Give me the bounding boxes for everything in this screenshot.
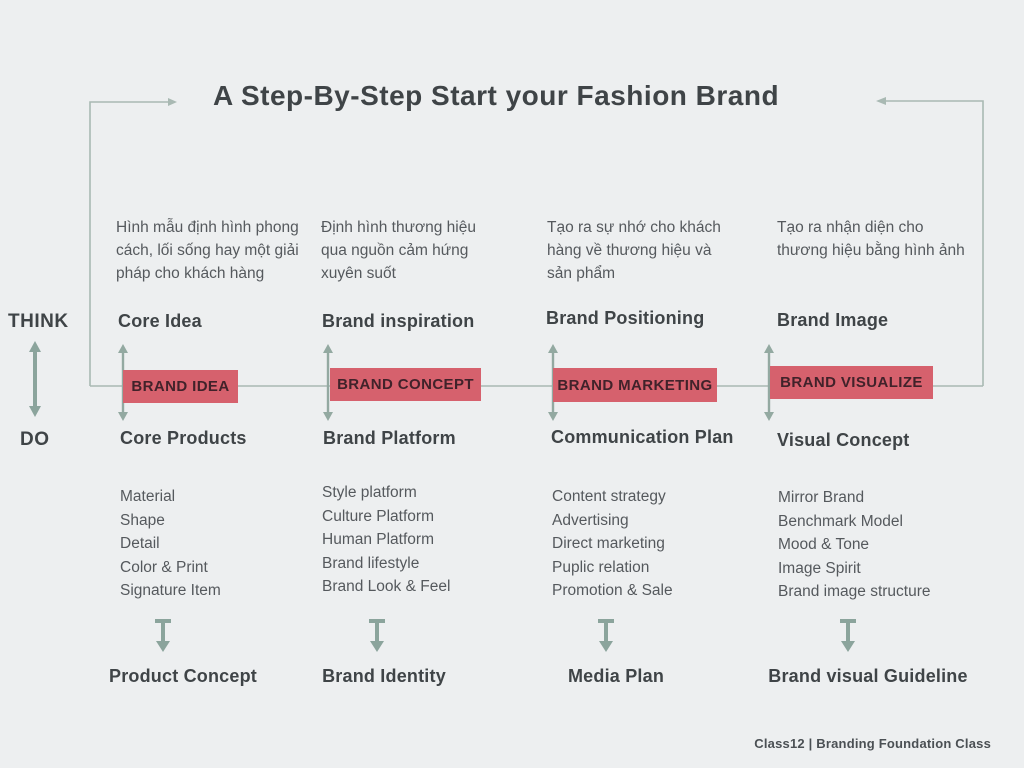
list-item: Brand Look & Feel [322,578,451,595]
list-item: Promotion & Sale [552,582,673,599]
result-down-arrow-icon [155,619,171,652]
result-heading: Media Plan [567,666,665,686]
title-connector-right-line [884,100,984,386]
result-heading: Brand visual Guideline [768,666,968,686]
list-item: Puplic relation [552,558,650,576]
do-step-heading: Visual Concept [777,430,910,450]
list-item: Mirror Brand [778,489,865,506]
list-item: Content strategy [552,488,666,505]
column-updown-arrow-icon [764,344,774,421]
result-down-arrow-icon [840,619,856,652]
list-item: Image Spirit [778,559,861,577]
think-step-heading: Brand Image [777,310,889,330]
list-item: Benchmark Model [778,512,903,530]
list-item: Shape [120,511,165,529]
column-description: Hình mẫu định hình phong cách, lối sống … [116,219,299,282]
phase-badge: BRAND CONCEPT [330,368,481,401]
step-item-list: Style platform Culture Platform Human Pl… [322,481,450,599]
column-updown-arrow-icon [323,344,333,421]
result-heading: Brand Identity [322,666,446,686]
result-down-arrow-icon [598,619,614,652]
step-item-list: Content strategy Advertising Direct mark… [552,485,673,603]
list-item: Human Platform [322,531,434,548]
list-item: Color & Print [120,558,208,576]
phase-badge: BRAND IDEA [123,370,238,403]
list-item: Detail [120,535,160,552]
title-connector-left-arrow-icon [168,98,177,106]
footer-credit: Class12 | Branding Foundation Class [754,736,991,751]
title-connector-left-line [89,101,170,386]
phase-badge: BRAND VISUALIZE [770,366,933,399]
column-description: Tạo ra nhận diện cho thương hiệu bằng hì… [777,219,965,259]
do-step-heading: Core Products [120,428,247,448]
column-description: Tạo ra sự nhớ cho khách hàng về thương h… [547,219,721,282]
list-item: Brand lifestyle [322,554,420,572]
step-item-list: Mirror Brand Benchmark Model Mood & Tone… [778,486,931,604]
think-label: THINK [8,311,69,332]
list-item: Direct marketing [552,535,665,552]
list-item: Culture Platform [322,507,434,525]
do-label: DO [20,429,50,450]
do-step-heading: Brand Platform [323,428,456,448]
list-item: Style platform [322,484,417,501]
think-step-heading: Brand Positioning [546,308,705,328]
list-item: Signature Item [120,582,221,599]
think-step-heading: Core Idea [118,311,202,331]
list-item: Brand image structure [778,583,931,600]
result-heading: Product Concept [108,666,257,686]
column-description: Định hình thương hiệu qua nguồn cảm hứng… [321,219,476,282]
list-item: Material [120,488,176,505]
phase-badge: BRAND MARKETING [553,368,717,402]
result-down-arrow-icon [369,619,385,652]
step-item-list: Material Shape Detail Color & Print Sign… [120,485,221,603]
list-item: Advertising [552,511,629,529]
think-step-heading: Brand inspiration [322,311,475,331]
do-step-heading: Communication Plan [551,427,734,447]
title-connector-right-arrow-icon [876,97,886,105]
list-item: Mood & Tone [778,536,870,553]
page-title: A Step-By-Step Start your Fashion Brand [213,80,780,111]
